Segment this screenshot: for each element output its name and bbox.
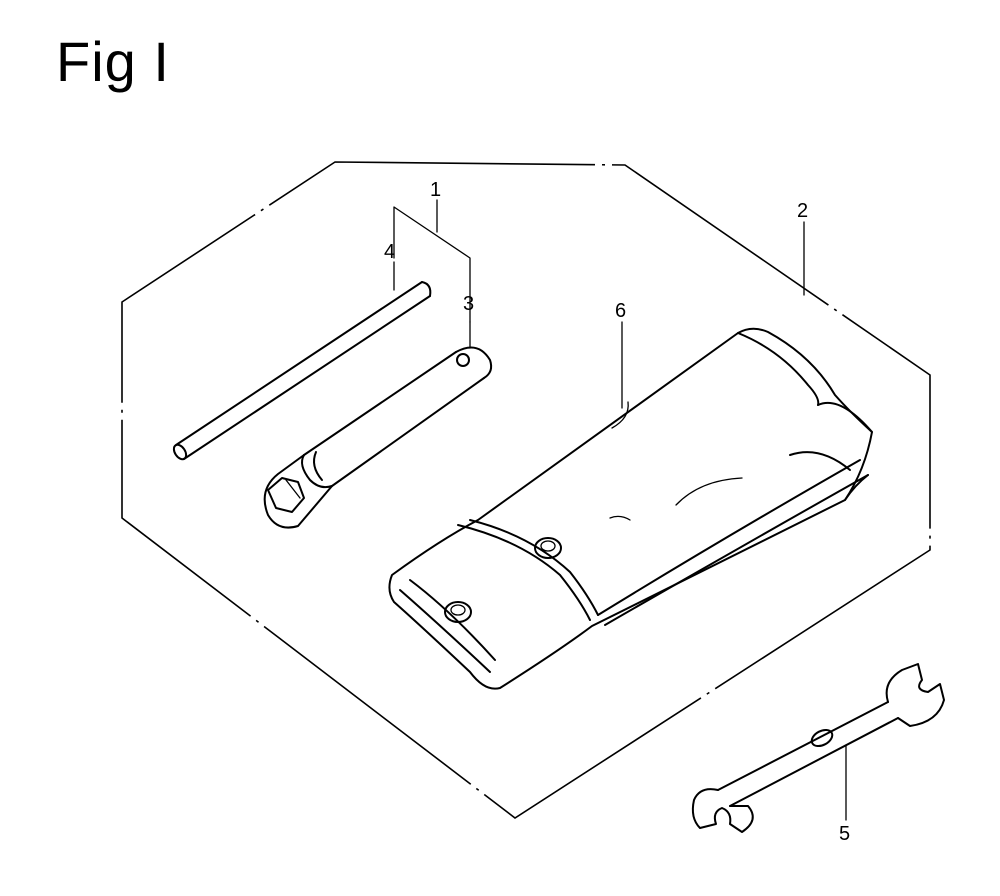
kit-outline [121,161,931,819]
open-end-wrench [691,663,945,833]
bracket-item-1 [393,206,471,323]
callout-6: 6 [615,300,626,322]
callout-1: 1 [430,179,441,201]
figure-title: Fig I [56,30,170,93]
callout-2: 2 [797,200,808,222]
tool-bag [388,327,873,690]
callout-5: 5 [839,823,850,845]
callout-4: 4 [384,241,395,263]
callout-3: 3 [463,293,474,315]
spark-plug-wrench [263,346,493,529]
tommy-bar [172,281,432,461]
